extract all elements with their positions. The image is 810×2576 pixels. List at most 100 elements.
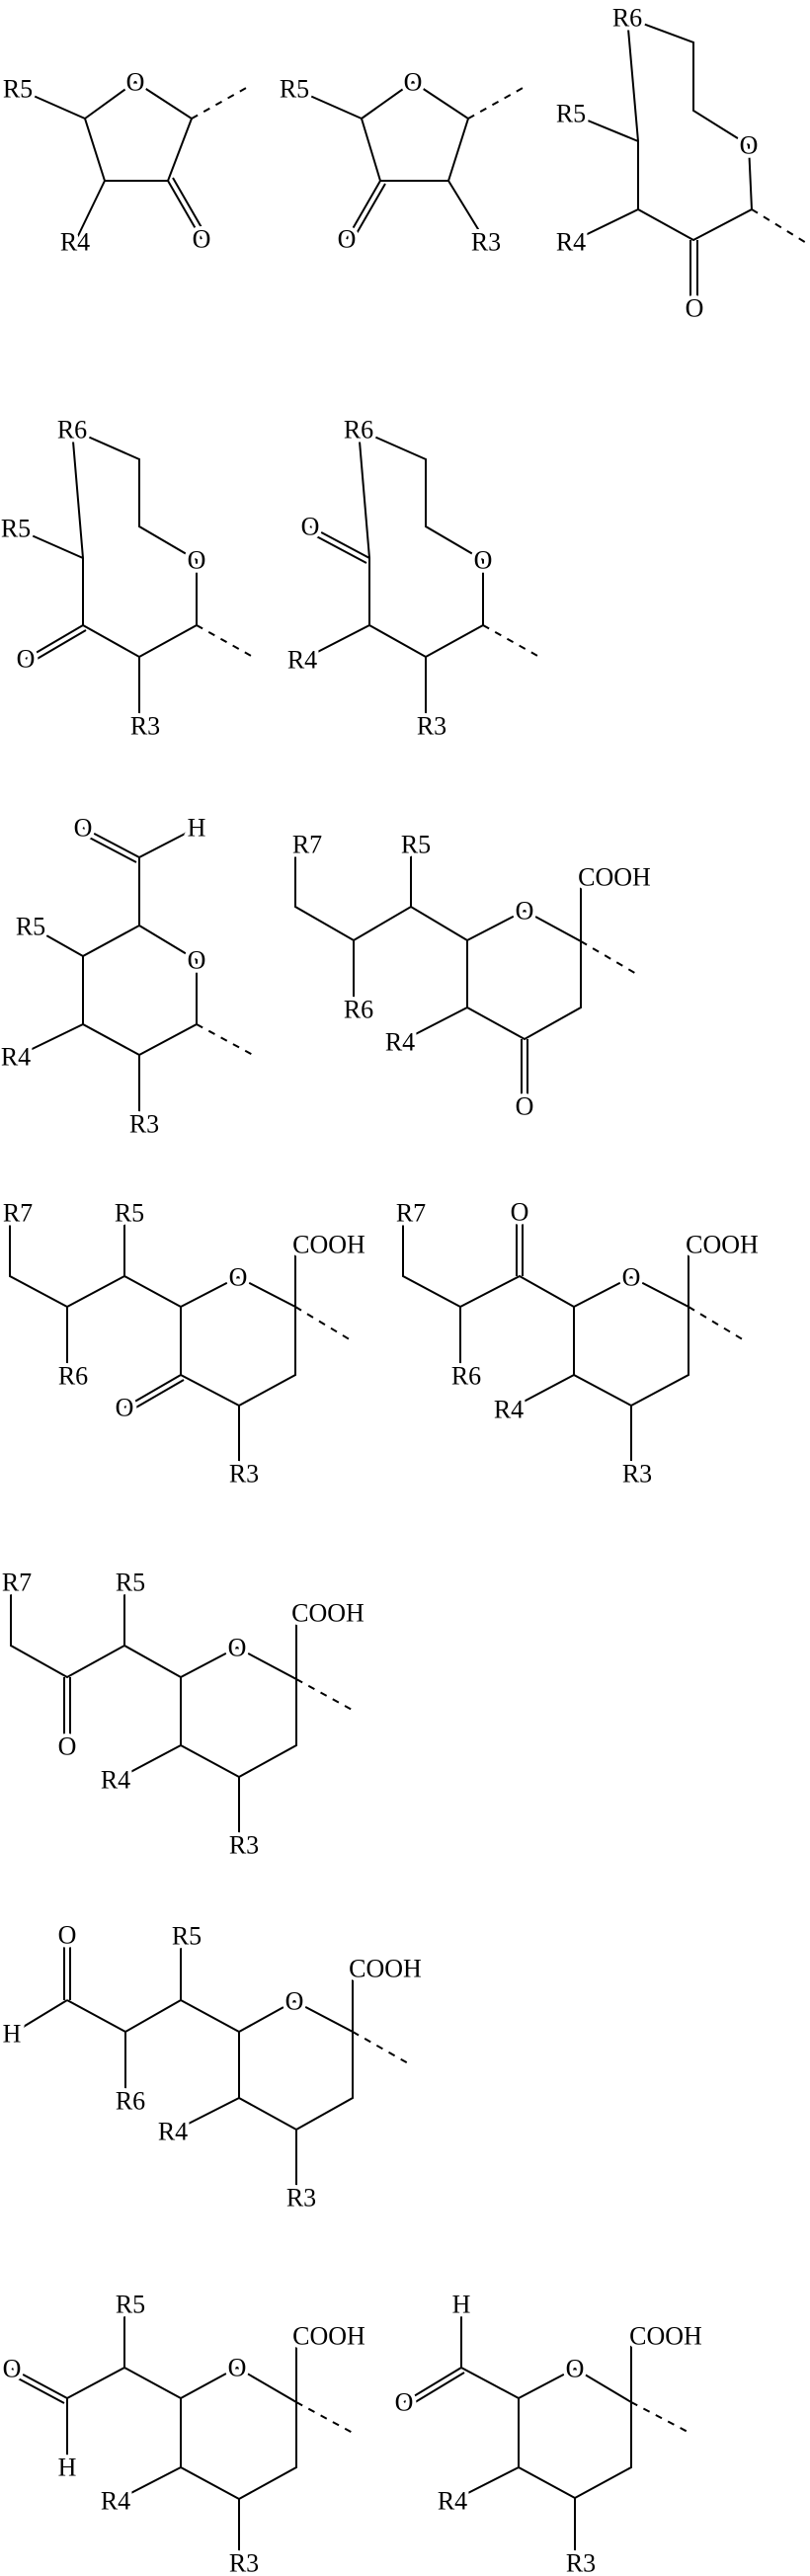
label-cooh: COOH xyxy=(686,1231,759,1259)
chain-and-ring-bonds xyxy=(10,1213,295,1474)
label-r6: R6 xyxy=(58,1362,88,1391)
label-ring-o: O xyxy=(228,1634,247,1662)
label-cooh: COOH xyxy=(292,1231,365,1259)
label-aldehyde-o: O xyxy=(3,2355,22,2383)
label-r7: R7 xyxy=(292,831,322,859)
dashed-bond xyxy=(197,1024,253,1055)
label-ring-o: O xyxy=(188,946,206,975)
structure-13: H COOH O O R4 R3 xyxy=(395,2291,702,2576)
label-r3: R3 xyxy=(566,2549,596,2576)
label-carbonyl-o: O xyxy=(511,1198,529,1227)
label-ring-o: O xyxy=(622,1263,641,1292)
structure-4: R6 R5 O O R3 xyxy=(1,416,253,741)
ring-bonds xyxy=(16,430,197,726)
dashed-bond xyxy=(192,87,248,119)
ring-bonds xyxy=(302,430,483,726)
chain-and-ring-bonds xyxy=(403,1225,688,1474)
dashed-bond xyxy=(197,625,253,657)
label-r5: R5 xyxy=(16,913,45,941)
structure-12: R5 COOH O O H R4 R3 xyxy=(3,2291,365,2576)
label-carbonyl-o: O xyxy=(338,225,357,254)
dashed-bond xyxy=(688,1307,746,1341)
label-r4: R4 xyxy=(1,1043,31,1072)
label-r5: R5 xyxy=(401,831,431,859)
label-r5: R5 xyxy=(116,1569,145,1597)
label-ring-o: O xyxy=(228,2354,247,2382)
dashed-bond xyxy=(295,1307,353,1341)
label-r4: R4 xyxy=(556,228,586,257)
ring-bonds xyxy=(16,828,197,1124)
structure-8: R7 R5 COOH O R6 O R3 xyxy=(3,1199,365,1489)
label-ring-o: O xyxy=(474,546,493,575)
label-aldehyde-o: O xyxy=(395,2388,414,2417)
structure-11: O R5 COOH O H R6 R4 R3 xyxy=(3,1921,422,2213)
label-r6: R6 xyxy=(344,996,373,1024)
ring-bonds xyxy=(571,18,752,242)
label-r6: R6 xyxy=(116,2087,145,2116)
chain-and-ring-bonds xyxy=(67,2304,296,2565)
label-r7: R7 xyxy=(3,1199,33,1228)
label-r6: R6 xyxy=(612,4,642,33)
label-r5: R5 xyxy=(115,1199,144,1228)
label-r6: R6 xyxy=(451,1362,481,1391)
label-carbonyl-o: O xyxy=(301,513,320,541)
label-r5: R5 xyxy=(172,1922,202,1951)
label-ring-o: O xyxy=(566,2355,585,2383)
label-carbonyl-o: O xyxy=(58,1732,77,1761)
dashed-bond xyxy=(296,2402,353,2433)
label-r4: R4 xyxy=(158,2118,188,2146)
label-r5: R5 xyxy=(3,75,33,104)
label-cooh: COOH xyxy=(629,2322,702,2351)
label-ring-o: O xyxy=(126,68,145,97)
label-r5: R5 xyxy=(280,75,309,104)
dashed-bond xyxy=(296,1679,354,1711)
ring-bonds xyxy=(294,82,486,242)
label-ring-o: O xyxy=(740,131,759,160)
label-r7: R7 xyxy=(396,1199,426,1228)
label-ring-o: O xyxy=(285,1987,304,2016)
label-r3: R3 xyxy=(129,1110,159,1139)
structure-6: O H R5 O R4 R3 xyxy=(1,814,253,1139)
label-r5: R5 xyxy=(556,100,586,128)
label-r5: R5 xyxy=(116,2291,145,2319)
label-r4: R4 xyxy=(385,1028,415,1057)
label-r4: R4 xyxy=(101,2487,130,2516)
label-cooh: COOH xyxy=(291,1599,364,1628)
structure-9: R7 O COOH O R6 R4 R3 xyxy=(396,1198,759,1489)
label-cooh: COOH xyxy=(292,2322,365,2351)
label-carbonyl-o: O xyxy=(686,294,704,323)
dashed-bond xyxy=(631,2402,689,2433)
dashed-bond xyxy=(468,87,525,119)
label-aldehyde-h: H xyxy=(3,2020,22,2049)
label-carbonyl-o: O xyxy=(193,225,211,254)
label-aldehyde-h: H xyxy=(58,2454,77,2482)
chain-and-ring-bonds xyxy=(452,2304,631,2566)
label-ring-o: O xyxy=(188,546,206,575)
ring-bonds xyxy=(18,82,192,242)
label-cooh: COOH xyxy=(349,1955,422,1983)
label-r3: R3 xyxy=(130,712,160,741)
label-r4: R4 xyxy=(287,646,317,675)
dashed-bond xyxy=(483,625,539,657)
label-carbonyl-o: O xyxy=(17,645,36,674)
chain-and-ring-bonds xyxy=(295,845,581,1042)
dashed-bond xyxy=(353,2032,410,2064)
label-ring-o: O xyxy=(516,897,534,926)
label-aldehyde-o: O xyxy=(74,814,93,843)
label-carbonyl-o: O xyxy=(516,1092,534,1121)
label-cooh: COOH xyxy=(578,863,651,892)
label-aldehyde-o: O xyxy=(58,1921,77,1950)
dashed-bond xyxy=(581,941,638,975)
label-r7: R7 xyxy=(2,1569,32,1597)
structure-1: R5 O R4 O xyxy=(3,68,248,257)
label-r3: R3 xyxy=(229,1831,259,1860)
label-r4: R4 xyxy=(101,1766,130,1795)
label-aldehyde-h: H xyxy=(452,2291,471,2319)
label-r3: R3 xyxy=(229,2549,259,2576)
structure-10: R7 R5 COOH O O R4 R3 xyxy=(2,1569,364,1860)
label-r6: R6 xyxy=(57,416,87,444)
structure-3: R6 R5 O R4 O xyxy=(556,4,808,323)
dashed-bond xyxy=(752,209,808,244)
chain-and-ring-bonds xyxy=(11,1582,296,1845)
